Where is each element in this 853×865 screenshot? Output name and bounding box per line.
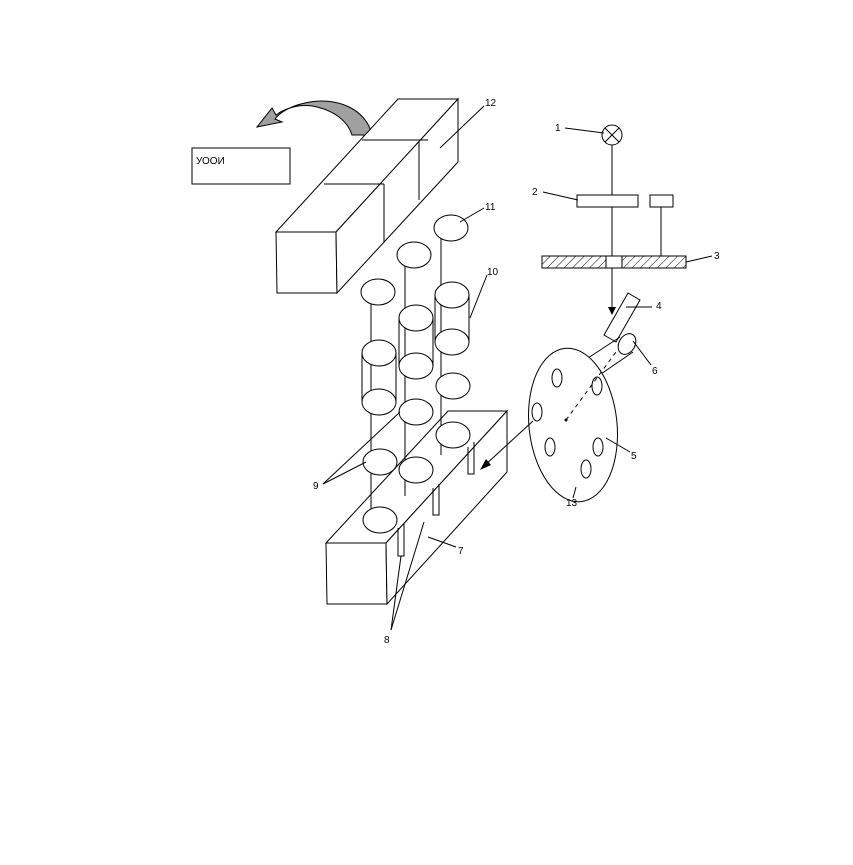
callout-8: 8	[384, 635, 390, 646]
slit-plate	[541, 255, 687, 269]
column-left	[360, 278, 398, 534]
filter-drive	[649, 194, 674, 208]
callout-7: 7	[458, 546, 464, 557]
column-right	[433, 214, 471, 455]
callout-5: 5	[631, 451, 637, 462]
filter	[576, 194, 639, 208]
callout-6: 6	[652, 366, 658, 377]
leader-lines	[322, 105, 713, 631]
callout-12: 12	[485, 98, 497, 109]
sample-disc	[528, 347, 618, 503]
beam-arrowhead	[608, 307, 616, 315]
curved-transfer-arrow	[255, 100, 373, 136]
callout-10: 10	[487, 267, 499, 278]
column-middle	[396, 241, 434, 496]
callout-3: 3	[714, 251, 720, 262]
callout-4: 4	[656, 301, 662, 312]
callout-13: 13	[566, 498, 578, 509]
holder	[617, 333, 637, 355]
callout-9: 9	[313, 481, 319, 492]
control-box-label: УООИ	[196, 156, 225, 167]
base-block	[324, 409, 509, 606]
control-box	[191, 147, 291, 185]
lamp	[601, 124, 623, 146]
callout-1: 1	[555, 123, 561, 134]
receiver-bar	[274, 97, 460, 295]
detector	[603, 292, 641, 343]
callout-11: 11	[485, 202, 496, 213]
callout-2: 2	[532, 187, 538, 198]
transfer-arrow	[483, 420, 534, 467]
